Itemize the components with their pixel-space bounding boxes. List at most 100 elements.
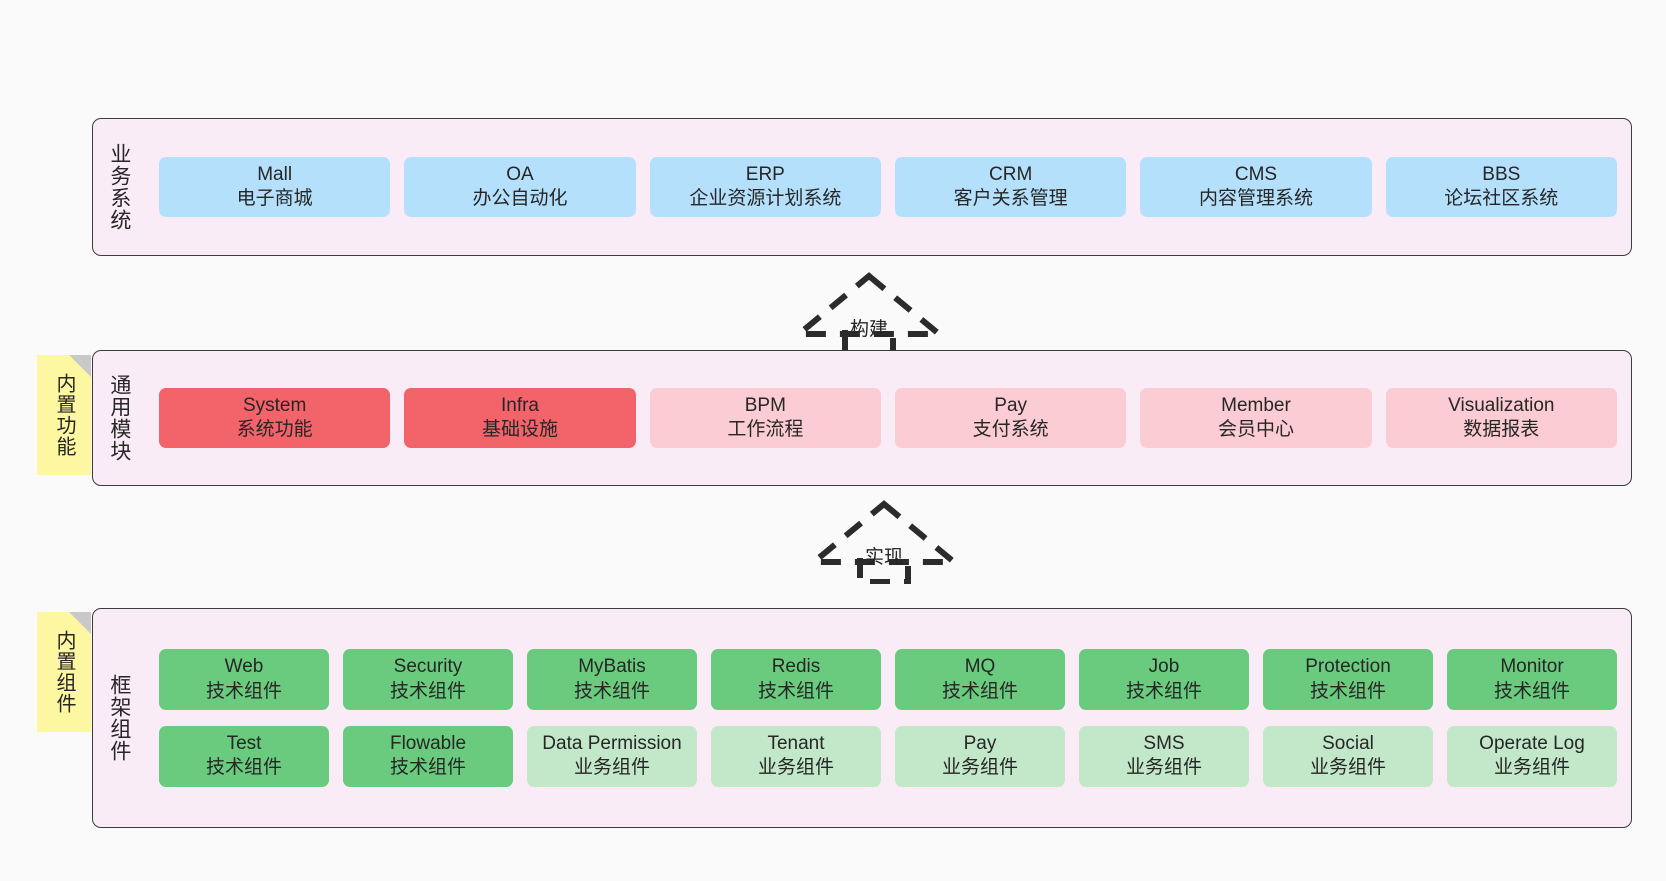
node-monitor[interactable]: Monitor 技术组件 [1447, 649, 1617, 710]
tag-label: 内置组件 [53, 630, 75, 714]
node-operate-log[interactable]: Operate Log 业务组件 [1447, 726, 1617, 787]
tag-builtin-feature: 内置功能 [37, 355, 91, 475]
node-data-permission[interactable]: Data Permission 业务组件 [527, 726, 697, 787]
layer-business-system: 业务系统 Mall 电子商城 OA 办公自动化 ERP 企业资源计划系统 CRM… [92, 118, 1632, 256]
node-title: Mall [257, 163, 293, 185]
node-title: Web [224, 656, 264, 678]
node-social[interactable]: Social 业务组件 [1263, 726, 1433, 787]
node-title: Protection [1305, 656, 1391, 678]
node-title: Operate Log [1479, 733, 1585, 754]
connector-implement-label: 实现 [864, 547, 904, 568]
node-subtitle: 数据报表 [1463, 419, 1540, 440]
node-tenant[interactable]: Tenant 业务组件 [711, 726, 881, 787]
node-visualization[interactable]: Visualization 数据报表 [1385, 387, 1617, 449]
node-subtitle: 技术组件 [573, 680, 650, 702]
node-title: Test [226, 733, 262, 754]
node-title: Member [1221, 394, 1291, 416]
connector-build: 构建 [795, 272, 943, 356]
node-title: MQ [964, 656, 996, 678]
node-test[interactable]: Test 技术组件 [159, 726, 329, 787]
node-flowable[interactable]: Flowable 技术组件 [343, 726, 513, 787]
node-member[interactable]: Member 会员中心 [1140, 387, 1372, 449]
node-title: SMS [1143, 733, 1185, 754]
node-security[interactable]: Security 技术组件 [343, 649, 513, 710]
node-title: MyBatis [578, 656, 646, 678]
connector-implement: 实现 [810, 500, 958, 584]
node-oa[interactable]: OA 办公自动化 [404, 156, 636, 218]
node-subtitle: 业务组件 [573, 757, 650, 779]
node-title: Data Permission [542, 733, 682, 754]
node-subtitle: 内容管理系统 [1198, 188, 1313, 209]
node-job[interactable]: Job 技术组件 [1079, 649, 1249, 710]
layer-title-business-system: 业务系统 [107, 143, 131, 231]
node-subtitle: 业务组件 [1309, 757, 1386, 779]
node-title: Social [1322, 733, 1374, 754]
node-subtitle: 技术组件 [389, 680, 466, 702]
node-subtitle: 办公自动化 [472, 188, 568, 209]
node-subtitle: 客户关系管理 [953, 188, 1068, 209]
node-title: Flowable [389, 733, 467, 754]
node-title: Pay [963, 733, 997, 754]
layer-row: Test 技术组件 Flowable 技术组件 Data Permission … [159, 726, 1617, 787]
node-title: OA [506, 163, 534, 185]
node-subtitle: 工作流程 [727, 419, 804, 440]
node-mq[interactable]: MQ 技术组件 [895, 649, 1065, 710]
layer-row: System 系统功能 Infra 基础设施 BPM 工作流程 Pay 支付系统… [159, 387, 1617, 449]
node-crm[interactable]: CRM 客户关系管理 [894, 156, 1127, 218]
node-title: BBS [1482, 163, 1521, 185]
connector-build-label: 构建 [849, 319, 889, 340]
node-subtitle: 业务组件 [941, 757, 1018, 779]
node-erp[interactable]: ERP 企业资源计划系统 [649, 156, 881, 218]
node-subtitle: 技术组件 [1309, 680, 1386, 702]
node-subtitle: 基础设施 [481, 419, 558, 440]
node-mall[interactable]: Mall 电子商城 [159, 156, 391, 218]
node-subtitle: 技术组件 [1125, 680, 1202, 702]
layer-body-framework-component: Web 技术组件 Security 技术组件 MyBatis 技术组件 Redi… [145, 609, 1631, 827]
node-pay-component[interactable]: Pay 业务组件 [895, 726, 1065, 787]
node-title: Tenant [767, 733, 825, 754]
layer-title-common-module: 通用模块 [107, 374, 131, 462]
node-title: Visualization [1448, 394, 1555, 416]
node-redis[interactable]: Redis 技术组件 [711, 649, 881, 710]
node-title: Redis [771, 656, 821, 678]
node-title: CRM [989, 163, 1033, 185]
node-subtitle: 技术组件 [1493, 680, 1570, 702]
node-title: CMS [1234, 163, 1278, 185]
node-infra[interactable]: Infra 基础设施 [404, 387, 636, 449]
layer-framework-component: 框架组件 Web 技术组件 Security 技术组件 MyBatis 技术组件… [92, 608, 1632, 828]
node-bbs[interactable]: BBS 论坛社区系统 [1385, 156, 1617, 218]
generalization-arrow-icon [810, 500, 958, 584]
node-mybatis[interactable]: MyBatis 技术组件 [527, 649, 697, 710]
layer-common-module: 通用模块 System 系统功能 Infra 基础设施 BPM 工作流程 Pay… [92, 350, 1632, 486]
node-subtitle: 电子商城 [236, 188, 313, 209]
tag-builtin-component: 内置组件 [37, 612, 91, 732]
node-subtitle: 技术组件 [941, 680, 1018, 702]
tag-label: 内置功能 [53, 373, 75, 457]
folded-corner-icon [69, 355, 91, 377]
node-pay[interactable]: Pay 支付系统 [894, 387, 1127, 449]
node-subtitle: 技术组件 [389, 757, 466, 779]
node-sms[interactable]: SMS 业务组件 [1079, 726, 1249, 787]
node-subtitle: 技术组件 [205, 680, 282, 702]
layer-title-framework-component: 框架组件 [107, 674, 131, 762]
node-subtitle: 业务组件 [757, 757, 834, 779]
node-subtitle: 企业资源计划系统 [689, 188, 842, 209]
node-system[interactable]: System 系统功能 [159, 387, 391, 449]
node-title: ERP [745, 163, 785, 185]
layer-row: Web 技术组件 Security 技术组件 MyBatis 技术组件 Redi… [159, 649, 1617, 710]
node-protection[interactable]: Protection 技术组件 [1263, 649, 1433, 710]
layer-body-business-system: Mall 电子商城 OA 办公自动化 ERP 企业资源计划系统 CRM 客户关系… [145, 119, 1631, 255]
node-subtitle: 系统功能 [236, 419, 313, 440]
node-cms[interactable]: CMS 内容管理系统 [1140, 156, 1372, 218]
node-subtitle: 论坛社区系统 [1444, 188, 1559, 209]
folded-corner-icon [69, 612, 91, 634]
node-subtitle: 会员中心 [1217, 419, 1294, 440]
layer-row: Mall 电子商城 OA 办公自动化 ERP 企业资源计划系统 CRM 客户关系… [159, 156, 1617, 218]
node-bpm[interactable]: BPM 工作流程 [649, 387, 881, 449]
node-subtitle: 技术组件 [757, 680, 834, 702]
node-title: System [242, 394, 307, 416]
node-title: Pay [994, 394, 1028, 416]
node-web[interactable]: Web 技术组件 [159, 649, 329, 710]
node-subtitle: 技术组件 [205, 757, 282, 779]
